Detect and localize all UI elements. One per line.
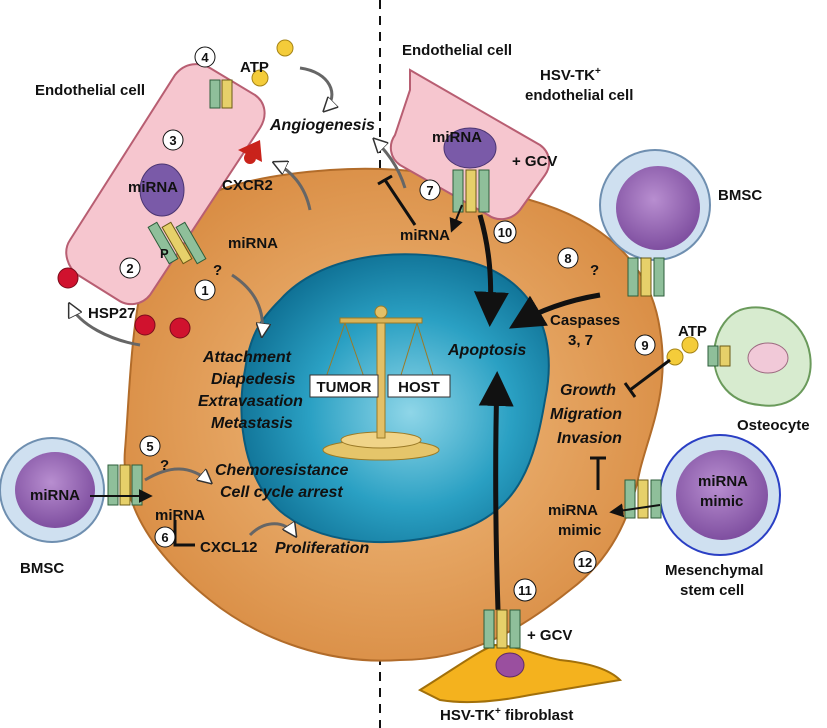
fibroblast-label: HSV-TK+ fibroblast bbox=[440, 706, 573, 724]
hsp27-label: HSP27 bbox=[88, 305, 136, 322]
extravasation-label: Extravasation bbox=[198, 393, 303, 410]
angiogenesis-arrow-3 bbox=[375, 140, 407, 189]
inhibition-12 bbox=[590, 456, 606, 490]
q-mark-left: ? bbox=[213, 262, 222, 279]
mesenchymal-stem-cell bbox=[624, 434, 781, 556]
proliferation-label: Proliferation bbox=[275, 540, 369, 557]
apoptosis-arrow-11 bbox=[478, 371, 514, 611]
hsp27-ball-icon bbox=[169, 317, 191, 339]
mimic-transfer-arrow bbox=[609, 503, 661, 518]
bmsc-right-label: BMSC bbox=[718, 187, 762, 204]
apoptosis-arrow-10 bbox=[473, 214, 509, 327]
cxcl12-label: CXCL12 bbox=[200, 539, 258, 556]
hsp27-arrow bbox=[70, 305, 141, 347]
chemoresistance-arrow bbox=[144, 467, 210, 482]
cell-cycle-arrest-label: Cell cycle arrest bbox=[220, 484, 343, 501]
endothelial-cell-left-label: Endothelial cell bbox=[35, 82, 145, 99]
atp-label-top: ATP bbox=[240, 59, 269, 76]
hsp27-ball-icon bbox=[134, 314, 156, 336]
mesenchymal-label: Mesenchymal bbox=[665, 562, 763, 579]
bmsc-left-label: BMSC bbox=[20, 560, 64, 577]
p-label: P bbox=[160, 246, 169, 261]
host-label: HOST bbox=[398, 379, 440, 396]
step-markers: 4 3 2 1 5 6 7 8 9 10 11 12 bbox=[119, 46, 656, 602]
mirna-bmsc-left-label: miRNA bbox=[30, 487, 80, 504]
mirna-surface-left-label: miRNA bbox=[228, 235, 278, 252]
inhibition-9 bbox=[623, 358, 671, 398]
atp-ball-icon bbox=[666, 348, 684, 366]
atp-label-right: ATP bbox=[678, 323, 707, 340]
proliferation-arrow bbox=[248, 524, 295, 535]
mirna-arrow-7 bbox=[449, 204, 463, 233]
atp-ball-icon bbox=[251, 69, 269, 87]
receptor-atp-top bbox=[209, 79, 233, 109]
atp-ball-icon bbox=[681, 336, 699, 354]
mimic-cell-label: miRNA bbox=[698, 473, 748, 490]
cxcr2-label: CXCR2 bbox=[222, 177, 273, 194]
bmsc-cell-right bbox=[599, 149, 711, 297]
step-4: 4 bbox=[201, 50, 209, 65]
diapedesis-label: Diapedesis bbox=[211, 371, 296, 388]
angiogenesis-arrow-1 bbox=[299, 66, 332, 110]
step-9: 9 bbox=[641, 338, 648, 353]
step-5: 5 bbox=[146, 439, 153, 454]
cxcr2-receptor-icon bbox=[238, 140, 262, 164]
mesenchymal-label-line2: stem cell bbox=[680, 582, 744, 599]
plus-gcv-bottom-label: + GCV bbox=[527, 627, 572, 644]
angiogenesis-arrow-2 bbox=[275, 163, 312, 211]
mimic-left-label: miRNA bbox=[548, 502, 598, 519]
step-3: 3 bbox=[169, 133, 176, 148]
step-8: 8 bbox=[564, 251, 571, 266]
atp-ball-icon bbox=[276, 39, 294, 57]
hsp27-ball-icon bbox=[57, 267, 79, 289]
attachment-label: Attachment bbox=[202, 349, 292, 366]
inhibition-7 bbox=[377, 174, 417, 226]
mimic-cell-label-line2: mimic bbox=[700, 493, 743, 510]
q-mark-8: ? bbox=[590, 262, 599, 279]
receptor-right-top bbox=[452, 169, 490, 213]
step-12: 12 bbox=[578, 555, 592, 570]
mirna-lower-left-label: miRNA bbox=[155, 507, 205, 524]
step-11: 11 bbox=[518, 583, 532, 598]
osteocyte-cell bbox=[707, 306, 812, 407]
angiogenesis-label: Angiogenesis bbox=[269, 117, 375, 134]
host-box bbox=[387, 374, 451, 398]
hsv-endothelial-label: HSV-TK+ bbox=[540, 66, 601, 84]
step-2: 2 bbox=[126, 261, 133, 276]
tumor-box bbox=[309, 374, 379, 398]
step-7: 7 bbox=[426, 183, 433, 198]
attachment-arrow bbox=[231, 273, 263, 335]
apoptosis-arrow-8 bbox=[508, 292, 601, 329]
step-6: 6 bbox=[161, 530, 168, 545]
chemoresistance-label: Chemoresistance bbox=[215, 462, 348, 479]
receptor-left-main bbox=[147, 221, 207, 265]
mirna-endothelial-right-label: miRNA bbox=[432, 129, 482, 146]
invasion-label: Invasion bbox=[557, 430, 622, 447]
step-1: 1 bbox=[201, 283, 208, 298]
bmsc-cell-left bbox=[0, 437, 143, 543]
tumor-label: TUMOR bbox=[317, 379, 372, 396]
step-10: 10 bbox=[498, 225, 512, 240]
apoptosis-label: Apoptosis bbox=[447, 342, 526, 359]
hsv-endothelial-label-line2: endothelial cell bbox=[525, 87, 633, 104]
caspases-numbers-label: 3, 7 bbox=[568, 332, 593, 349]
plus-gcv-top-label: + GCV bbox=[512, 153, 557, 170]
osteocyte-label: Osteocyte bbox=[737, 417, 810, 434]
tumor-nucleus bbox=[240, 253, 550, 544]
mirna-endothelial-left-label: miRNA bbox=[128, 179, 178, 196]
mirna-7-label: miRNA bbox=[400, 227, 450, 244]
cxcl12-inhibition bbox=[173, 520, 195, 547]
metastasis-label: Metastasis bbox=[211, 415, 293, 432]
fibroblast-cell bbox=[417, 609, 623, 704]
endothelial-cell-right-label: Endothelial cell bbox=[402, 42, 512, 59]
q-mark-5: ? bbox=[160, 457, 169, 474]
mimic-left-label-line2: mimic bbox=[558, 522, 601, 539]
migration-label: Migration bbox=[550, 406, 622, 423]
caspases-label: Caspases bbox=[550, 312, 620, 329]
growth-label: Growth bbox=[560, 382, 616, 399]
